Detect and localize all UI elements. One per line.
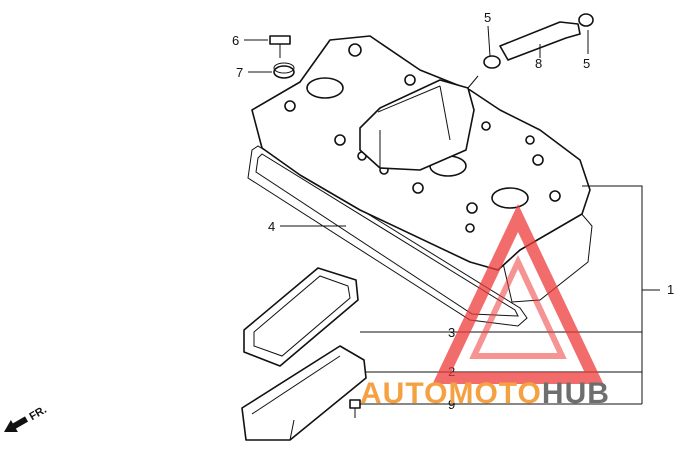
plug-hole-cover (241, 345, 367, 441)
watermark-logo (432, 204, 604, 384)
watermark-triangle-inner-icon (469, 254, 567, 359)
forward-arrow: FR. (4, 404, 49, 433)
plug-hole-gasket-inner (253, 275, 351, 357)
callout-5-right: 5 (583, 56, 590, 71)
callout-1: 1 (667, 282, 674, 297)
direction-label: FR. (27, 404, 48, 423)
rubber-grommet (273, 62, 295, 79)
leader-lines (244, 25, 660, 405)
watermark-text: AUTOMOTOHUB (360, 377, 610, 410)
callout-8: 8 (535, 56, 542, 71)
callout-6: 6 (232, 33, 239, 48)
cover-bosses (284, 43, 561, 233)
tube-clip-right (578, 13, 594, 27)
callout-4: 4 (268, 219, 275, 234)
watermark-word-gray: HUB (542, 377, 610, 410)
plug-hole-gasket (243, 267, 359, 367)
cover-bolt-small (349, 399, 361, 418)
callout-3: 3 (448, 325, 455, 340)
breather-nipple (467, 75, 479, 89)
cover-bolt (269, 35, 291, 58)
breather-housing (359, 79, 475, 171)
plug-hole-cover-ridge (251, 355, 341, 441)
callout-9: 9 (448, 397, 455, 412)
breather-tube (499, 21, 581, 61)
watermark-word-orange: AUTOMOTO (360, 377, 542, 410)
head-cover-gasket-inner (255, 153, 519, 317)
tube-clip-left (483, 55, 501, 69)
arrow-icon (4, 416, 29, 433)
watermark-triangle-icon (432, 204, 604, 384)
breather-housing-ridge (377, 85, 451, 168)
callout-7: 7 (236, 65, 243, 80)
callout-5-left: 5 (484, 10, 491, 25)
